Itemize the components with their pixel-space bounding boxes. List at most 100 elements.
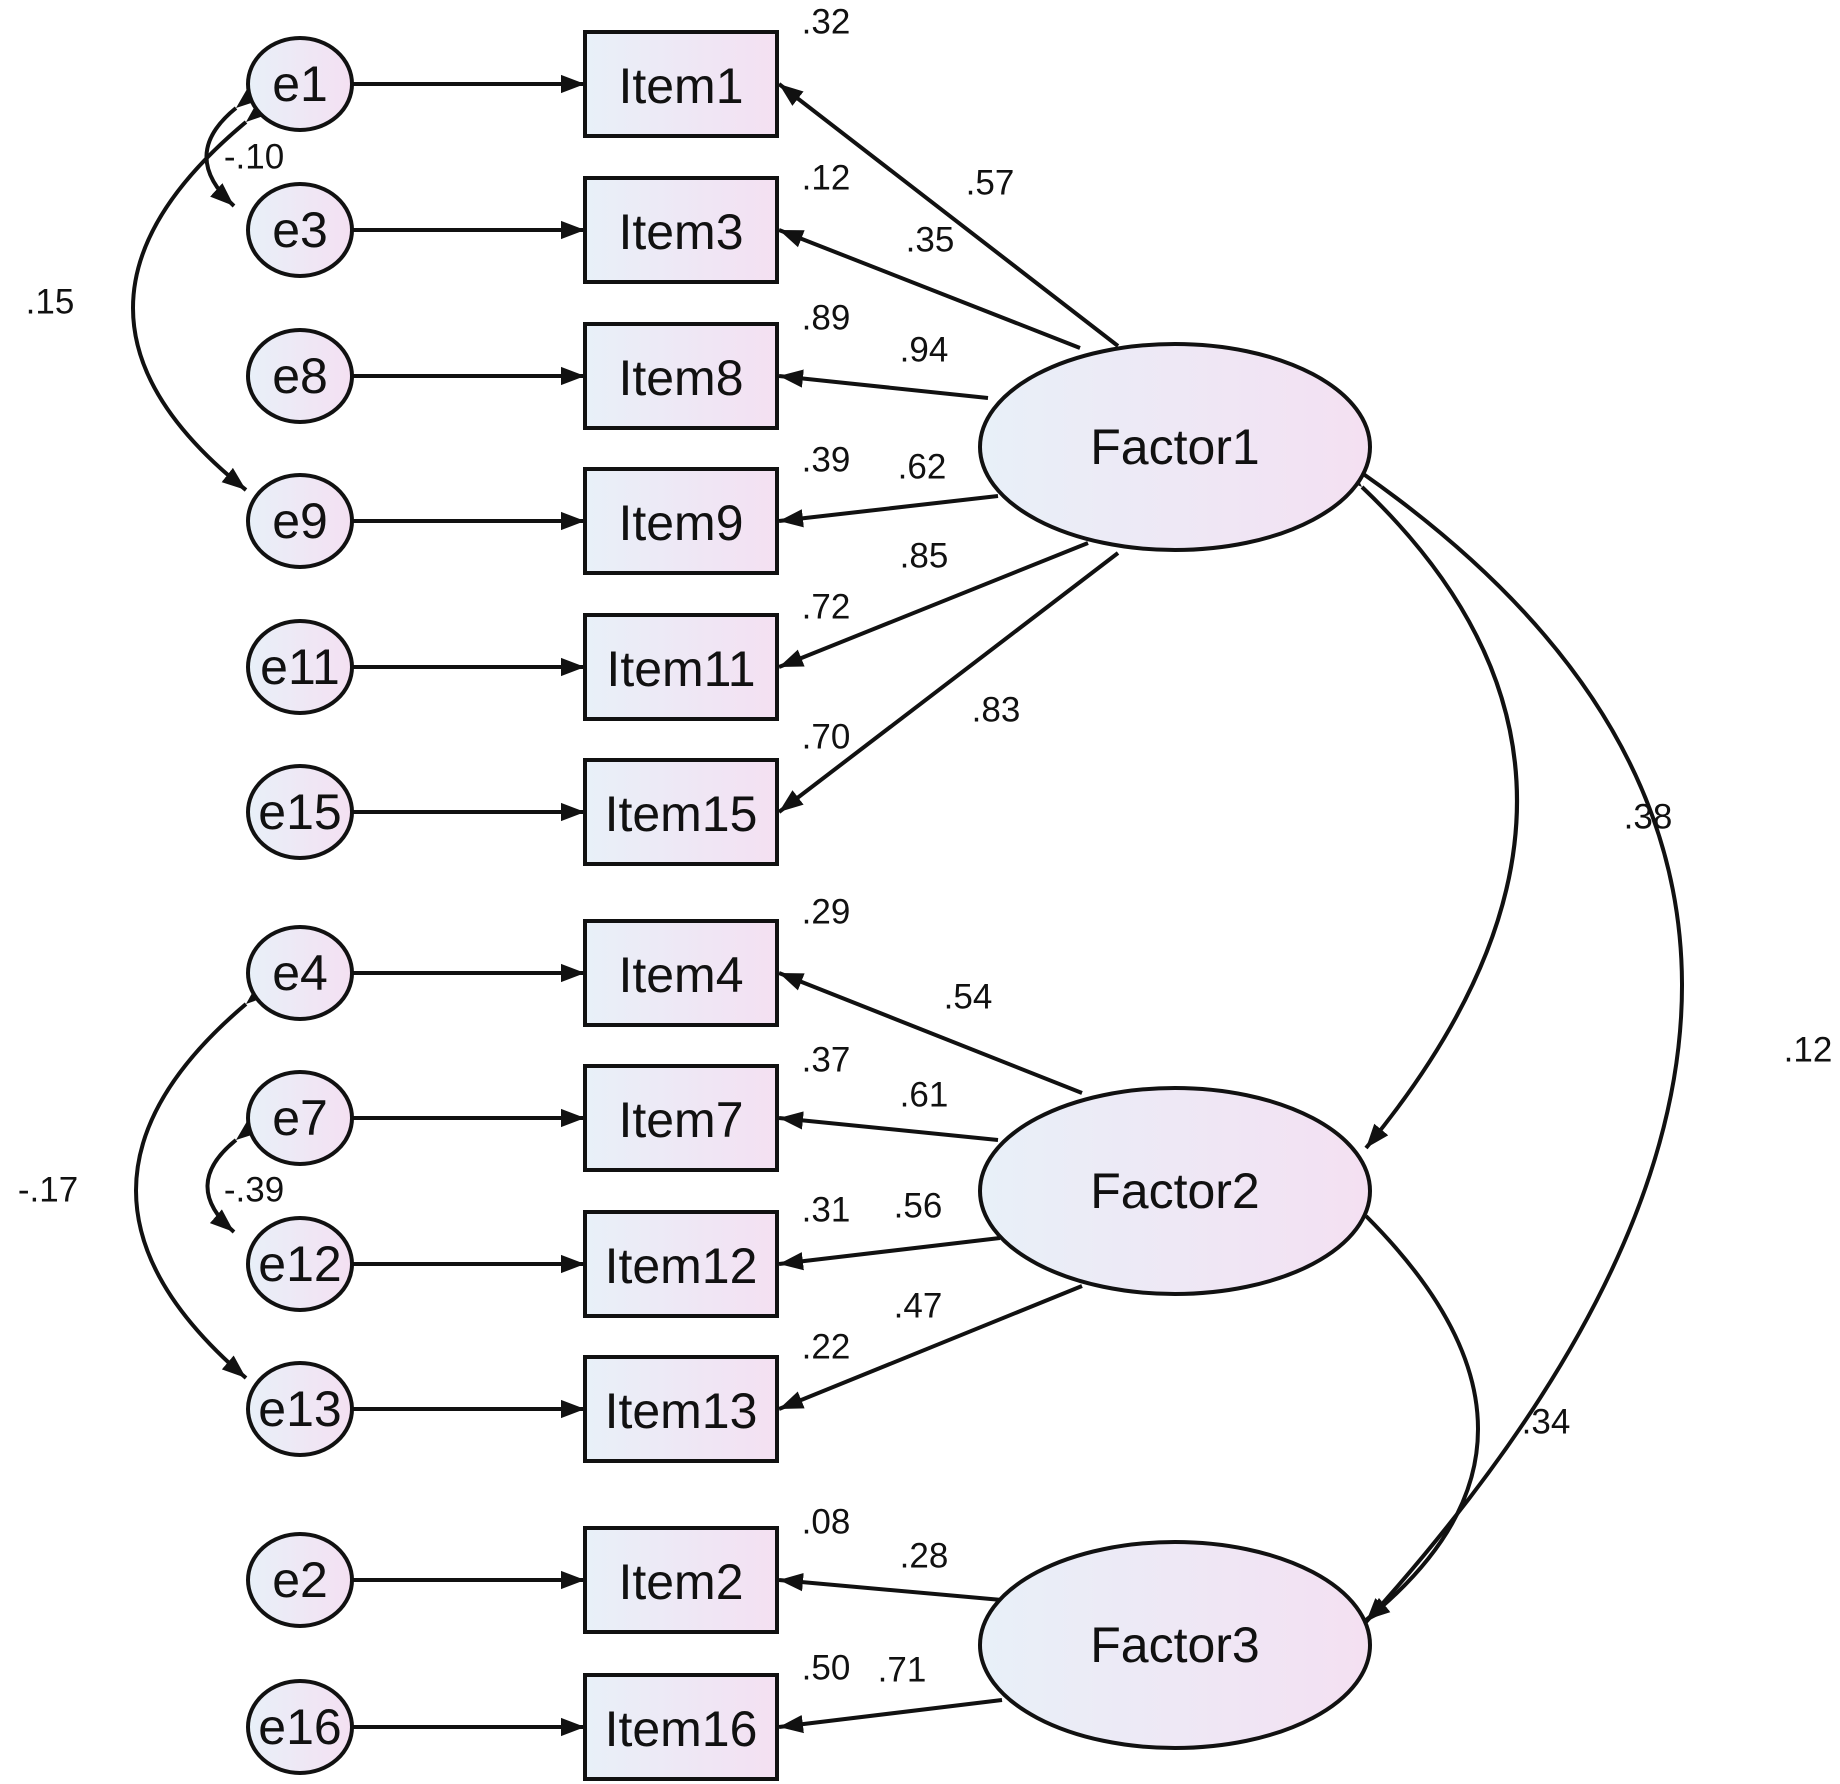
item-box-item12 [583, 1210, 779, 1318]
item-box-item13 [583, 1355, 779, 1463]
loading-value-item16: .71 [878, 1651, 927, 1690]
error-label-e16: e16 [258, 1699, 341, 1755]
error-covariance-value-e1-e9: .15 [26, 283, 75, 322]
loading-value-item7: .61 [900, 1076, 949, 1115]
covariance-value-factor1-factor2: .38 [1624, 798, 1673, 837]
nodes-layer [246, 30, 1372, 1781]
covariance-value-factor1-factor3: .12 [1784, 1031, 1833, 1070]
error-covariance-value-e1-e3: -.10 [224, 138, 284, 177]
r-squared-item16: .50 [802, 1649, 851, 1688]
labels-layer: e1 Item1 .32 e3 Item3 .12 e8 Item8 .89 e9 Item9 .39… [18, 3, 1832, 1758]
item-box-item2 [583, 1526, 779, 1634]
error-label-e4: e4 [272, 945, 328, 1001]
edges-layer [131, 74, 1684, 1737]
error-node-e2 [246, 1532, 354, 1628]
loading-factor2-to-item4 [778, 971, 1083, 1095]
item-label-item12: Item12 [605, 1238, 758, 1294]
covariance-value-factor2-factor3: .34 [1522, 1403, 1571, 1442]
error-covariance-value-e7-e12: -.39 [224, 1171, 284, 1210]
loading-factor1-to-item3 [778, 228, 1081, 350]
item-box-item11 [583, 613, 779, 721]
r-squared-item4: .29 [802, 893, 851, 932]
item-label-item9: Item9 [618, 495, 743, 551]
r-squared-item2: .08 [802, 1503, 851, 1542]
item-box-item9 [583, 467, 779, 575]
loading-factor2-to-item7 [778, 1111, 999, 1142]
error-label-e13: e13 [258, 1381, 341, 1437]
factor-node-factor2 [978, 1086, 1372, 1296]
error-node-e3 [246, 182, 354, 278]
item-label-item4: Item4 [618, 947, 743, 1003]
loading-factor1-to-item15 [777, 551, 1120, 814]
loading-factor1-to-item8 [778, 369, 989, 400]
item-label-item1: Item1 [618, 58, 743, 114]
error-label-e7: e7 [272, 1090, 328, 1146]
loading-value-item13: .47 [894, 1287, 943, 1326]
error-node-e1 [246, 36, 354, 132]
factor-label-factor3: Factor3 [1090, 1617, 1260, 1673]
covariance-factor1-factor2 [1338, 463, 1519, 1150]
item-label-item15: Item15 [605, 786, 758, 842]
error-node-e13 [246, 1361, 354, 1457]
loading-value-item12: .56 [894, 1187, 943, 1226]
error-label-e3: e3 [272, 202, 328, 258]
loading-factor1-to-item1 [777, 82, 1120, 348]
item-box-item7 [583, 1064, 779, 1172]
item-box-item8 [583, 322, 779, 430]
loading-factor1-to-item11 [778, 541, 1089, 669]
loading-factor3-to-item16 [778, 1698, 1003, 1734]
error-covariance-value-e4-e13: -.17 [18, 1171, 78, 1210]
error-label-e15: e15 [258, 784, 341, 840]
error-covariance-e4-e13 [134, 981, 271, 1380]
item-label-item8: Item8 [618, 350, 743, 406]
error-label-e12: e12 [258, 1236, 341, 1292]
item-box-item4 [583, 919, 779, 1027]
loading-value-item3: .35 [906, 221, 955, 260]
error-node-e4 [246, 925, 354, 1021]
error-node-e15 [246, 764, 354, 860]
r-squared-item13: .22 [802, 1328, 851, 1367]
error-label-e8: e8 [272, 348, 328, 404]
loading-factor2-to-item13 [778, 1284, 1083, 1411]
covariance-factor2-factor3 [1342, 1192, 1480, 1622]
factor-node-factor1 [978, 342, 1372, 552]
error-node-e8 [246, 328, 354, 424]
item-label-item7: Item7 [618, 1092, 743, 1148]
error-label-e1: e1 [272, 56, 328, 112]
error-node-e16 [246, 1679, 354, 1775]
r-squared-item12: .31 [802, 1191, 851, 1230]
loading-factor1-to-item9 [778, 494, 999, 528]
error-label-e9: e9 [272, 493, 328, 549]
error-node-e9 [246, 473, 354, 569]
loading-value-item1: .57 [966, 164, 1015, 203]
item-label-item13: Item13 [605, 1383, 758, 1439]
item-box-item3 [583, 176, 779, 284]
covariance-factor1-factor3 [1337, 451, 1684, 1624]
factor-label-factor1: Factor1 [1090, 419, 1260, 475]
r-squared-item7: .37 [802, 1041, 851, 1080]
loading-value-item8: .94 [900, 331, 949, 370]
error-label-e11: e11 [260, 639, 340, 695]
r-squared-item15: .70 [802, 718, 851, 757]
item-box-item16 [583, 1673, 779, 1781]
r-squared-item3: .12 [802, 159, 851, 198]
loading-value-item2: .28 [900, 1537, 949, 1576]
r-squared-item9: .39 [802, 441, 851, 480]
item-label-item11: Item11 [606, 641, 755, 697]
item-box-item1 [583, 30, 779, 138]
item-label-item2: Item2 [618, 1554, 743, 1610]
r-squared-item11: .72 [802, 588, 851, 627]
error-covariance-e1-e9 [131, 99, 271, 492]
error-node-e12 [246, 1216, 354, 1312]
item-label-item3: Item3 [618, 204, 743, 260]
loading-value-item9: .62 [898, 448, 947, 487]
item-label-item16: Item16 [605, 1701, 758, 1757]
r-squared-item8: .89 [802, 299, 851, 338]
loading-factor2-to-item12 [778, 1236, 1001, 1271]
factor-node-factor3 [978, 1540, 1372, 1750]
r-squared-item1: .32 [802, 3, 851, 42]
loading-value-item15: .83 [972, 691, 1021, 730]
loading-value-item11: .85 [900, 537, 949, 576]
error-node-e7 [246, 1070, 354, 1166]
